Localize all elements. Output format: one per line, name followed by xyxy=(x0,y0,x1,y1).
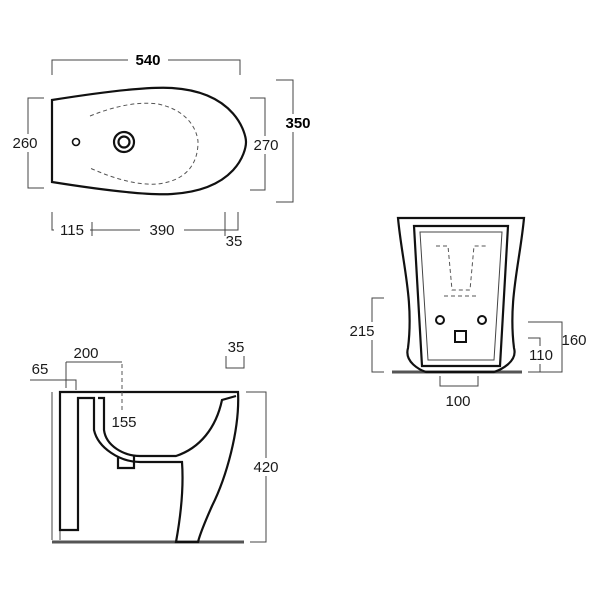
front-view: 215 160 110 100 xyxy=(346,216,587,410)
dim-inner-width: 260 xyxy=(12,135,37,152)
fixing-hole-left-icon xyxy=(435,315,445,325)
dim-line-350 xyxy=(276,79,294,203)
dim-left-offset: 115 xyxy=(60,222,84,239)
dim-outlet-total: 160 xyxy=(561,332,586,349)
front-view-inner-frame xyxy=(412,224,510,368)
dim-label-bg xyxy=(8,134,46,152)
top-view: 540 260 270 350 115 390 35 xyxy=(8,50,316,250)
front-view-outline xyxy=(396,216,526,374)
side-view: 65 200 35 155 420 xyxy=(30,339,284,544)
dim-line-65 xyxy=(30,379,77,390)
dim-bowl-width: 270 xyxy=(253,137,278,154)
dim-overall-length: 540 xyxy=(135,52,160,69)
dim-label-bg xyxy=(248,458,284,476)
outlet-square-icon xyxy=(454,330,467,343)
fixing-hole-right-icon xyxy=(477,315,487,325)
side-view-outline xyxy=(58,390,240,544)
dim-outlet-spacing: 100 xyxy=(445,393,470,410)
front-view-inner-recess xyxy=(419,231,503,361)
dim-wall-gap: 65 xyxy=(32,361,49,378)
dim-label-bg xyxy=(280,114,316,132)
top-view-bowl-dashed xyxy=(89,102,199,185)
dim-label-bg xyxy=(54,221,90,239)
tap-hole-inner-icon xyxy=(117,135,131,149)
top-view-outline xyxy=(50,86,248,196)
side-view-bowl xyxy=(98,394,237,458)
tap-hole-icon xyxy=(112,130,136,154)
front-view-dashed-pipe xyxy=(436,245,486,291)
dim-inlet-distance: 200 xyxy=(73,345,98,362)
dim-bowl-length: 390 xyxy=(149,222,174,239)
dim-line-160 xyxy=(528,321,563,373)
dim-label-bg xyxy=(128,50,168,68)
dim-line-100 xyxy=(439,376,479,387)
dim-inlet-height: 215 xyxy=(349,323,374,340)
dim-height: 420 xyxy=(253,459,278,476)
dim-drain-depth: 155 xyxy=(111,414,136,431)
dim-label-bg xyxy=(248,136,284,154)
dim-outlet-height: 110 xyxy=(529,347,553,364)
overflow-hole-icon xyxy=(71,137,81,147)
dim-overall-width: 350 xyxy=(285,115,310,132)
dim-label-bg xyxy=(106,413,142,431)
dim-right-offset: 35 xyxy=(226,233,243,250)
dim-label-bg xyxy=(524,346,558,364)
side-view-drain xyxy=(116,456,136,470)
dim-label-bg xyxy=(346,322,382,340)
dim-top-offset: 35 xyxy=(228,339,245,356)
dim-label-bg xyxy=(140,221,184,239)
dim-line-35-side xyxy=(225,356,245,369)
